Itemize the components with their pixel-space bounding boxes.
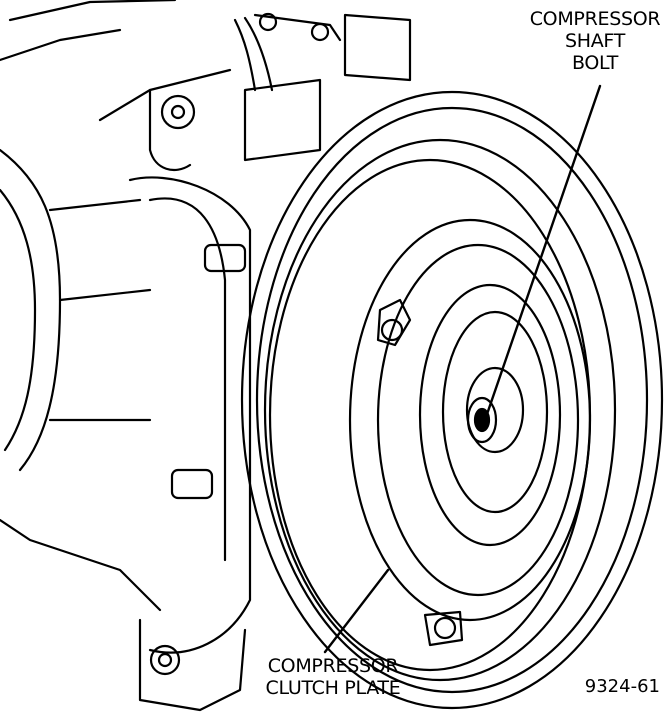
figure-number: 9324-61 (584, 676, 660, 697)
compressor-body (0, 0, 252, 712)
clutch-plate (348, 218, 592, 647)
shaft-bolt-label-line: COMPRESSOR (529, 8, 661, 30)
leader-line-shaft-bolt (483, 84, 602, 422)
shaft-bolt-label-line: SHAFT (564, 30, 626, 52)
pulley (240, 90, 664, 710)
shaft-bolt-label: COMPRESSOR SHAFT BOLT (520, 8, 670, 74)
compressor-shaft-bolt (465, 366, 525, 454)
shaft-bolt-label-line: BOLT (571, 52, 619, 74)
wire-connector (233, 12, 412, 162)
clutch-plate-label: COMPRESSOR CLUTCH PLATE (248, 655, 418, 699)
clutch-plate-label-line: COMPRESSOR (267, 655, 399, 677)
leader-line-clutch-plate (323, 568, 390, 654)
clutch-plate-label-line: CLUTCH PLATE (265, 677, 401, 699)
